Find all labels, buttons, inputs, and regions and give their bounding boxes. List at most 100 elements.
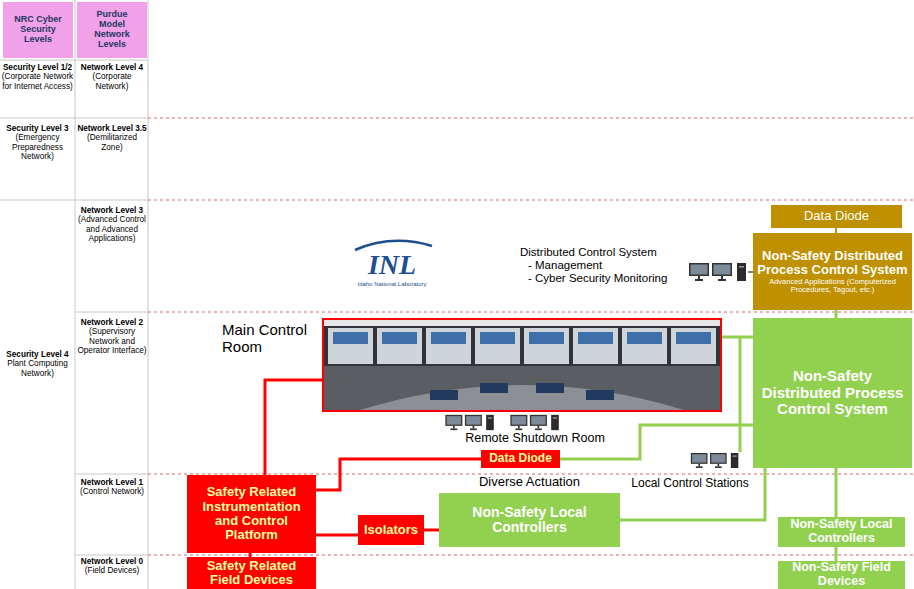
network-connector xyxy=(835,547,838,561)
wall-panel xyxy=(524,328,569,364)
label-text: Local Control Stations xyxy=(620,477,760,491)
label-text: Security Level 4 xyxy=(1,350,74,359)
panel-screen xyxy=(676,332,711,344)
table-cell: Security Level 4Plant Computing Network) xyxy=(1,350,74,378)
table-divider xyxy=(148,0,149,589)
node-text: Non-Safety Distributed Process Control S… xyxy=(757,249,908,278)
panel-screen xyxy=(578,332,613,344)
label-text: Security Level 1/2 xyxy=(1,63,74,72)
node-heading: Main Control Room xyxy=(222,322,318,355)
network-connector xyxy=(620,468,765,520)
panel-screen xyxy=(480,332,515,344)
wall-panel xyxy=(622,328,667,364)
label-text: Network Level 1 xyxy=(76,478,148,487)
control-room-frame: Main Control Room xyxy=(322,318,722,412)
table-cell: Network Level 2(Supervisory Network and … xyxy=(76,318,148,356)
node-text: Non-Safety Field Devices xyxy=(781,561,902,589)
node-text: Advanced Applications (Computerized Proc… xyxy=(757,278,908,295)
control-room-photo xyxy=(324,320,720,410)
table-cell: Network Level 3(Advanced Control and Adv… xyxy=(76,206,148,244)
panel-screen xyxy=(627,332,662,344)
annotation: Distributed Control System- Management- … xyxy=(520,246,685,286)
label-text: (Emergency Preparedness Network) xyxy=(1,133,74,161)
wall-panel xyxy=(671,328,716,364)
label-text: (Corporate Network) xyxy=(76,72,148,91)
data-diode-box: Data Diode xyxy=(481,450,560,468)
control-room-floor xyxy=(324,366,720,410)
label-text: Network Level 3 xyxy=(76,206,148,215)
control-system-box: Non-Safety Distributed Process Control S… xyxy=(753,318,912,468)
label-text: (Supervisory Network and Operator Interf… xyxy=(76,327,148,355)
label-text: Idaho National Laboratory xyxy=(350,281,434,288)
label-text: Remote Shutdown Room xyxy=(440,431,630,445)
network-wire xyxy=(739,337,742,452)
node-text: Non-Safety Local Controllers xyxy=(443,505,616,536)
table-cell: Network Level 3.5(Demilitarized Zone) xyxy=(76,124,148,152)
label-text: - Cyber Security Monitoring xyxy=(520,272,685,285)
isolator-box: Isolators xyxy=(358,515,424,545)
label-text: Plant Computing Network) xyxy=(1,359,74,378)
header-cell: Purdue Model Network Levels xyxy=(77,2,147,58)
controller-box: Non-Safety Local Controllers xyxy=(778,517,905,547)
network-connector xyxy=(424,529,439,532)
workstation-icon xyxy=(689,263,746,281)
wall-panel xyxy=(475,328,520,364)
header-cell: NRC Cyber Security Levels xyxy=(3,2,73,58)
table-cell: Network Level 0(Field Devices) xyxy=(76,557,148,576)
table-divider xyxy=(0,200,148,201)
node-text: Data Diode xyxy=(775,209,898,223)
wall-panel xyxy=(426,328,471,364)
logo: INLIdaho National Laboratory xyxy=(350,249,434,288)
label-text: (Demilitarized Zone) xyxy=(76,133,148,152)
panel-screen xyxy=(382,332,417,344)
table-cell: Security Level 3(Emergency Preparedness … xyxy=(1,124,74,162)
table-cell: Network Level 1(Control Network) xyxy=(76,478,148,497)
table-divider xyxy=(75,474,148,475)
node-text: Isolators xyxy=(361,523,421,537)
table-cell: Network Level 4(Corporate Network) xyxy=(76,63,148,91)
annotation: Remote Shutdown Room xyxy=(440,431,630,445)
label-text: - Management xyxy=(520,259,685,272)
workstation-icon xyxy=(691,453,739,468)
annotation: Local Control Stations xyxy=(620,477,760,491)
console-screen xyxy=(430,390,458,400)
table-divider xyxy=(75,555,148,556)
label-text: Security Level 3 xyxy=(1,124,74,133)
field-device-box: Safety Related Field Devices xyxy=(187,557,316,589)
level-boundary xyxy=(148,118,914,119)
workstation-icon xyxy=(445,415,493,430)
table-divider xyxy=(75,312,148,313)
node-text: Data Diode xyxy=(484,452,557,465)
node-text: NRC Cyber Security Levels xyxy=(9,15,67,45)
workstation-icon xyxy=(510,415,558,430)
node-heading: Diverse Actuation xyxy=(439,475,620,489)
network-connector xyxy=(316,534,358,537)
panel-screen xyxy=(431,332,466,344)
label-text: INL xyxy=(350,249,434,281)
label-text: (Corporate Network for Internet Access) xyxy=(1,72,74,91)
console-screen xyxy=(536,383,564,393)
table-cell: Security Level 1/2(Corporate Network for… xyxy=(1,63,74,91)
table-divider xyxy=(0,118,148,119)
node-text: Safety Related Instrumentation and Contr… xyxy=(191,485,312,542)
data-diode-box: Data Diode xyxy=(771,205,902,228)
console-screen xyxy=(480,383,508,393)
label-text: Network Level 0 xyxy=(76,557,148,566)
label-text: Network Level 3.5 xyxy=(76,124,148,133)
ceiling-strip xyxy=(324,320,720,326)
node-text: Non-Safety Distributed Process Control S… xyxy=(759,368,906,418)
network-connector xyxy=(316,459,481,490)
operator-console xyxy=(360,385,684,410)
wall-panel xyxy=(328,328,373,364)
label-text: Distributed Control System xyxy=(520,246,685,259)
controller-box: Diverse ActuationNon-Safety Local Contro… xyxy=(439,493,620,547)
wall-panel xyxy=(573,328,618,364)
label-text: (Control Network) xyxy=(76,487,148,496)
network-connector xyxy=(835,468,838,517)
node-text: Purdue Model Network Levels xyxy=(83,10,141,50)
label-text: (Field Devices) xyxy=(76,566,148,575)
network-connector xyxy=(835,310,838,318)
label-text: Network Level 4 xyxy=(76,63,148,72)
